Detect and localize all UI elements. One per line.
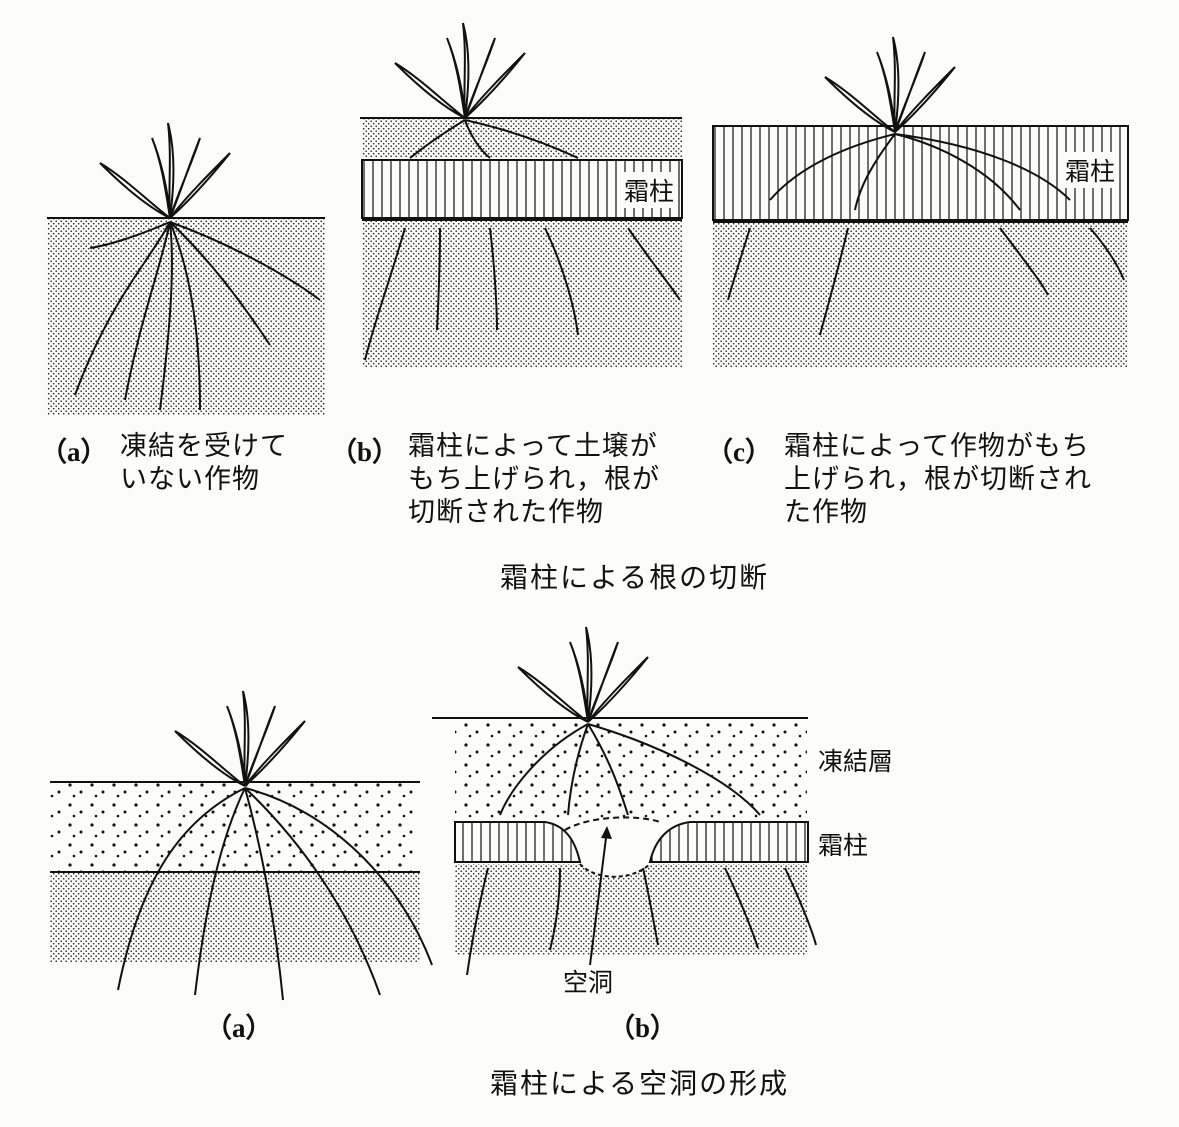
cavity [579,863,651,878]
frost-column-left [454,821,582,863]
caption-top: 霜柱による根の切断 [500,561,770,594]
frost-label-b: 霜柱 [622,172,677,208]
roots [364,119,681,361]
roots [74,221,321,411]
cavity-pointer [589,829,608,966]
caption-bottom: 霜柱による空洞の形成 [490,1067,790,1100]
tag-bottom-b: （b） [608,1013,678,1043]
plant-leaves [99,122,231,219]
roots [727,133,1125,336]
desc-top-c: 霜柱によって作物がもち 上げられ，根が切断され た作物 [784,431,1092,528]
plant-leaves [517,626,649,723]
soil-layer [362,220,682,368]
frost-column-right [648,821,809,863]
soil-layer [47,218,325,415]
soil-layer [713,222,1128,368]
plant-leaves [174,690,306,787]
arrow-head [601,826,612,839]
lifted-soil [362,118,682,158]
panel-top-c [712,36,1129,368]
plant-leaves [824,36,956,133]
frost-label-bottom: 霜柱 [818,831,869,860]
tag-bottom-a: （a） [205,1013,273,1043]
frozen-layer [50,782,420,872]
panel-bottom-b [432,626,817,976]
frost-label-c: 霜柱 [1063,152,1118,188]
tag-top-c: （c） [706,437,772,467]
frozen-layer-label: 凍結層 [818,747,894,776]
tag-top-a: （a） [40,437,108,467]
frozen-layer [455,718,807,820]
roots [466,723,817,976]
plant-leaves [394,22,526,119]
tag-top-b: （b） [330,437,400,467]
panel-bottom-a [50,690,433,1001]
roots [117,787,433,1001]
soil-layer [50,872,420,962]
desc-top-a: 凍結を受けて いない作物 [120,431,288,495]
desc-top-b: 霜柱によって土壌が もち上げられ，根が 切断された作物 [408,431,660,528]
panel-top-a [47,122,325,415]
cavity-label: 空洞 [563,968,614,997]
soil-layer [455,864,808,955]
